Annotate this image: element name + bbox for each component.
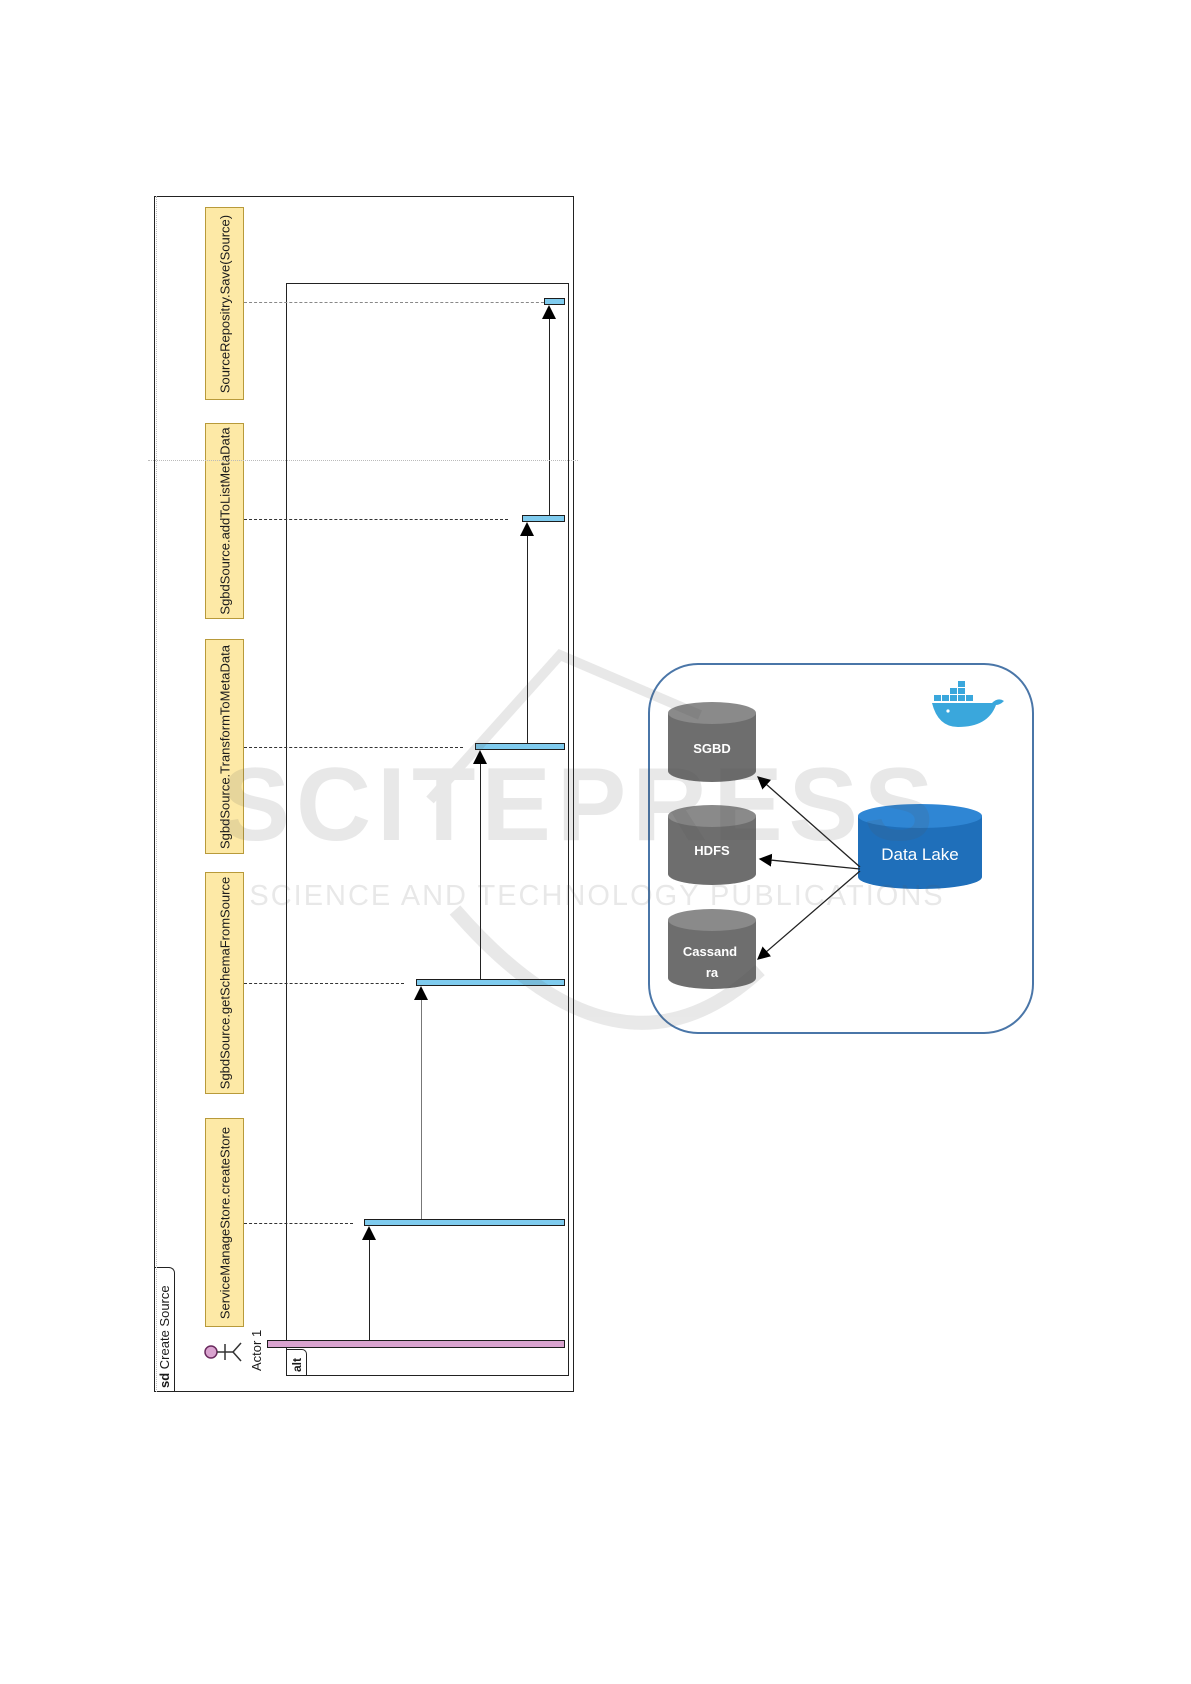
sgbd-store: SGBD: [668, 702, 756, 782]
actor-icon: [203, 1339, 243, 1365]
alt-fragment: alt: [286, 283, 569, 1376]
lifeline-label: ServiceManageStore.createStore: [217, 1126, 232, 1318]
message-line: [421, 1000, 422, 1219]
lifeline-label: SgbdSource.addToListMetaData: [217, 427, 232, 614]
lifeline-service-manage-store: ServiceManageStore.createStore: [205, 1118, 244, 1327]
data-lake-label: Data Lake: [881, 845, 959, 864]
message-arrowhead: [520, 522, 534, 536]
message-line: [369, 1240, 370, 1340]
cassandra-label-line2: ra: [706, 965, 719, 980]
lifeline-connector: [244, 302, 554, 303]
lifeline-connector: [244, 747, 463, 748]
lifeline-connector: [244, 983, 404, 984]
frame-keyword: sd: [157, 1373, 172, 1388]
lifeline-connector: [244, 1223, 353, 1224]
alt-fragment-tab: alt: [287, 1349, 307, 1375]
message-arrowhead: [542, 305, 556, 319]
lifeline-connector: [244, 519, 508, 520]
data-lake-store: Data Lake: [858, 804, 982, 889]
message-arrowhead: [362, 1226, 376, 1240]
page-guide-line: [156, 196, 157, 1392]
lifeline-label: SgbdSource.getSchemaFromSource: [217, 877, 232, 1089]
frame-title-tab: sd Create Source: [155, 1267, 175, 1391]
arrow-to-hdfs: [760, 859, 860, 869]
execution-bar: [475, 743, 565, 750]
message-line: [480, 764, 481, 979]
hdfs-store: HDFS: [668, 805, 756, 885]
message-line: [527, 536, 528, 743]
actor-activation-bar: [267, 1340, 565, 1348]
frame-title-text: Create Source: [157, 1285, 172, 1369]
actor-label: Actor 1: [249, 1330, 264, 1371]
message-arrowhead: [414, 986, 428, 1000]
cassandra-store: Cassand ra: [668, 909, 756, 989]
execution-bar: [364, 1219, 565, 1226]
lifeline-source-repository: SourceRepositry.Save(Source): [205, 207, 244, 400]
arrow-to-cassandra: [758, 871, 860, 959]
frame-title: sd Create Source: [157, 1285, 172, 1388]
cassandra-label-line1: Cassand: [683, 944, 737, 959]
lifeline-add-to-list: SgbdSource.addToListMetaData: [205, 423, 244, 619]
lifeline-get-schema: SgbdSource.getSchemaFromSource: [205, 872, 244, 1094]
message-line: [549, 319, 550, 515]
lifeline-label: SourceRepositry.Save(Source): [217, 214, 232, 392]
docker-whale-icon: [932, 681, 1004, 727]
execution-bar: [416, 979, 565, 986]
message-arrowhead: [473, 750, 487, 764]
execution-bar: [544, 298, 565, 305]
page-guide-line: [148, 460, 578, 461]
hdfs-label: HDFS: [694, 843, 730, 858]
execution-bar: [522, 515, 565, 522]
lifeline-label: SgbdSource.TransformToMetaData: [217, 644, 232, 848]
architecture-diagram: SGBD HDFS Cassand ra Data Lake: [648, 663, 1034, 1034]
sgbd-label: SGBD: [693, 741, 731, 756]
arrow-to-sgbd: [758, 777, 860, 867]
alt-label: alt: [290, 1358, 304, 1372]
lifeline-transform: SgbdSource.TransformToMetaData: [205, 639, 244, 854]
sequence-diagram-frame: sd Create Source ServiceManageStore.crea…: [154, 196, 574, 1392]
